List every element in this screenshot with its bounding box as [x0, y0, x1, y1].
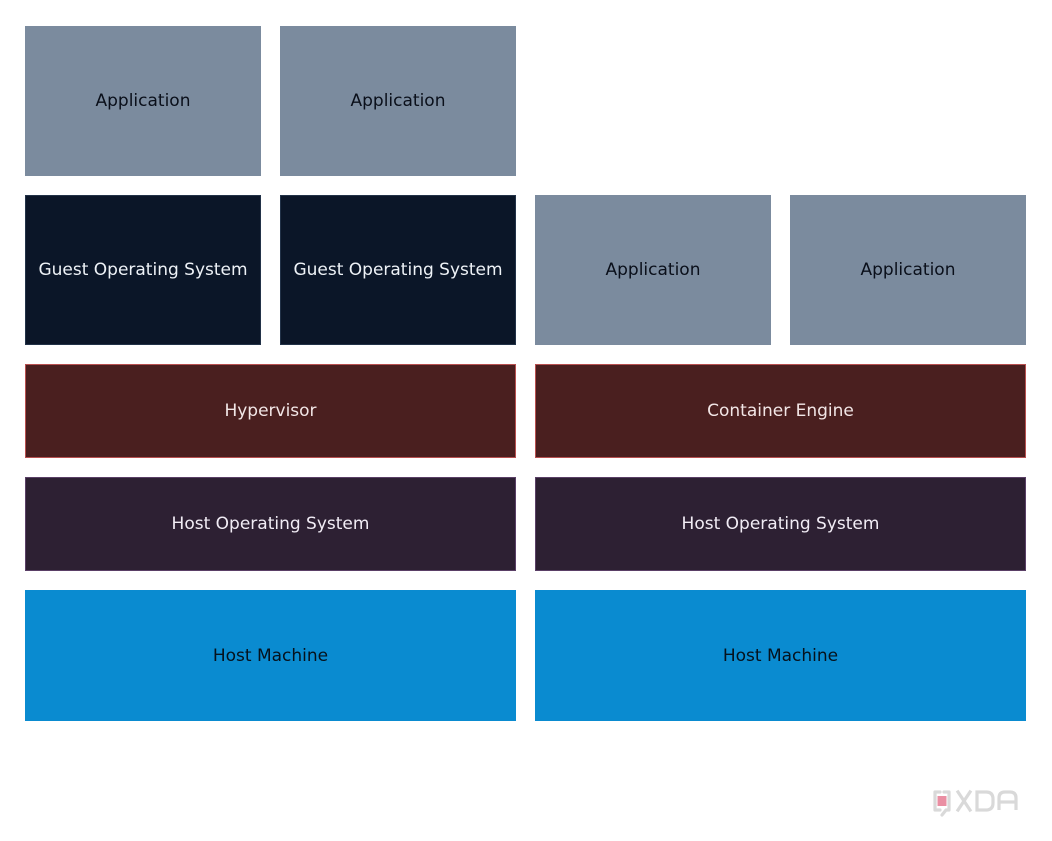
vm-application-label: Application	[350, 91, 446, 111]
vm-application-block: Application	[25, 26, 261, 176]
vm-host-machine-block: Host Machine	[25, 590, 516, 721]
container-application-label: Application	[605, 260, 701, 280]
hypervisor-block: Hypervisor	[25, 364, 516, 458]
guest-os-label: Guest Operating System	[38, 260, 248, 280]
container-engine-label: Container Engine	[707, 401, 854, 421]
container-host-machine-block: Host Machine	[535, 590, 1026, 721]
guest-os-block: Guest Operating System	[280, 195, 516, 345]
vm-host-machine-label: Host Machine	[212, 645, 329, 666]
container-engine-block: Container Engine	[535, 364, 1026, 458]
guest-os-label: Guest Operating System	[293, 260, 503, 280]
container-application-label: Application	[860, 260, 956, 280]
container-host-machine-label: Host Machine	[722, 645, 839, 666]
container-application-block: Application	[535, 195, 771, 345]
container-application-block: Application	[790, 195, 1026, 345]
vm-application-label: Application	[95, 91, 191, 111]
xda-logo-icon	[930, 785, 1030, 819]
xda-logo-icon	[933, 789, 1018, 817]
vm-application-block: Application	[280, 26, 516, 176]
guest-os-block: Guest Operating System	[25, 195, 261, 345]
vm-host-os-block: Host Operating System	[25, 477, 516, 571]
container-host-os-label: Host Operating System	[681, 514, 880, 534]
container-host-os-block: Host Operating System	[535, 477, 1026, 571]
hypervisor-label: Hypervisor	[224, 401, 317, 421]
vm-host-os-label: Host Operating System	[171, 514, 370, 534]
